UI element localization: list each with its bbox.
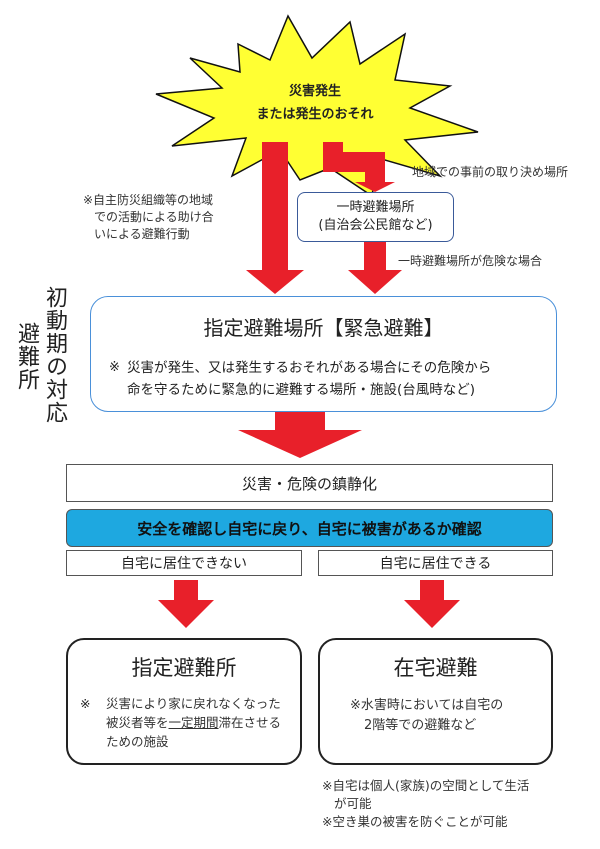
footer-note-line2: が可能 xyxy=(334,796,372,811)
shelter-desc-line2-post: 滞在させる xyxy=(218,715,282,730)
emergency-site-box: 指定避難場所【緊急避難】 ※ 災害が発生、又は発生するおそれがある場合にその危険… xyxy=(90,296,557,412)
cannot-live-box: 自宅に居住できない xyxy=(66,550,302,576)
shelter-title: 指定避難所 xyxy=(131,656,237,680)
emergency-desc-line1: 災害が発生、又は発生するおそれがある場合にその危険から xyxy=(127,360,492,376)
mutual-aid-note: ※自主防災組織等の地域 での活動による助け合 いによる避難行動 xyxy=(83,192,248,243)
emergency-desc: 災害が発生、又は発生するおそれがある場合にその危険から 命を守るために緊急的に避… xyxy=(127,357,491,401)
arrow-to-shelter xyxy=(158,580,214,628)
calm-box: 災害・危険の鎮静化 xyxy=(66,464,553,502)
footer-note-line3: ※空き巣の被害を防ぐことが可能 xyxy=(322,814,508,829)
arrow-emergency-to-calm xyxy=(238,412,362,458)
disaster-line1: 災害発生 xyxy=(288,84,341,99)
temp-site-title: 一時避難場所 xyxy=(336,200,415,215)
shelter-desc-line3: ための施設 xyxy=(106,734,169,749)
disaster-line2: または発生のおそれ xyxy=(256,107,374,122)
arrow-to-emergency-left xyxy=(246,142,304,294)
home-desc: ※水害時においては自宅の 2階等での避難など xyxy=(350,696,503,736)
confirm-bar: 安全を確認し自宅に戻り、自宅に被害があるか確認 xyxy=(66,509,553,547)
shelter-vertical-label: 避難所 xyxy=(14,322,39,391)
shelter-desc: 災害により家に戻れなくなった 被災者等を一定期間滞在させる ための施設 xyxy=(106,694,281,751)
arrow-temp-to-emergency xyxy=(348,242,402,294)
temp-site-sub: (自治会公民館など) xyxy=(318,218,433,233)
temp-site-danger-note: 一時避難場所が危険な場合 xyxy=(398,254,543,268)
home-evacuation-box: 在宅避難 ※水害時においては自宅の 2階等での避難など xyxy=(318,638,553,765)
mutual-aid-note-line1: ※自主防災組織等の地域 xyxy=(83,193,214,207)
home-title: 在宅避難 xyxy=(393,656,478,680)
emergency-title: 指定避難場所【緊急避難】 xyxy=(203,316,444,340)
footer-notes: ※自宅は個人(家族)の空間として生活 が可能 ※空き巣の被害を防ぐことが可能 xyxy=(322,777,529,831)
mutual-aid-note-line2: での活動による助け合 xyxy=(94,210,214,224)
mutual-aid-note-line3: いによる避難行動 xyxy=(94,227,190,241)
temp-site-box: 一時避難場所 (自治会公民館など) xyxy=(297,192,454,242)
arrow-to-temp-site xyxy=(323,142,395,192)
home-desc-line1: ※水害時においては自宅の xyxy=(350,698,504,713)
emergency-mark: ※ xyxy=(109,360,120,375)
home-desc-line2: 2階等での避難など xyxy=(364,718,477,733)
can-live-box: 自宅に居住できる xyxy=(318,550,553,576)
disaster-label: 災害発生 または発生のおそれ xyxy=(250,80,380,126)
designated-shelter-box: 指定避難所 ※ 災害により家に戻れなくなった 被災者等を一定期間滞在させる ため… xyxy=(66,638,302,765)
shelter-desc-line2-underlined: 一定期間 xyxy=(168,715,219,730)
arrow-to-home xyxy=(404,580,460,628)
footer-note-line1: ※自宅は個人(家族)の空間として生活 xyxy=(322,778,530,793)
initial-response-label: 初動期の対応 xyxy=(42,286,67,424)
emergency-desc-line2: 命を守るために緊急的に避難する場所・施設(台風時など) xyxy=(127,382,476,398)
shelter-desc-line2: 被災者等を一定期間滞在させる xyxy=(106,713,281,732)
shelter-desc-line2-pre: 被災者等を xyxy=(106,715,169,730)
shelter-desc-line1: 災害により家に戻れなくなった xyxy=(106,696,281,711)
shelter-mark: ※ xyxy=(80,696,91,711)
prearranged-site-note: 地域での事前の取り決め場所 xyxy=(412,165,569,179)
